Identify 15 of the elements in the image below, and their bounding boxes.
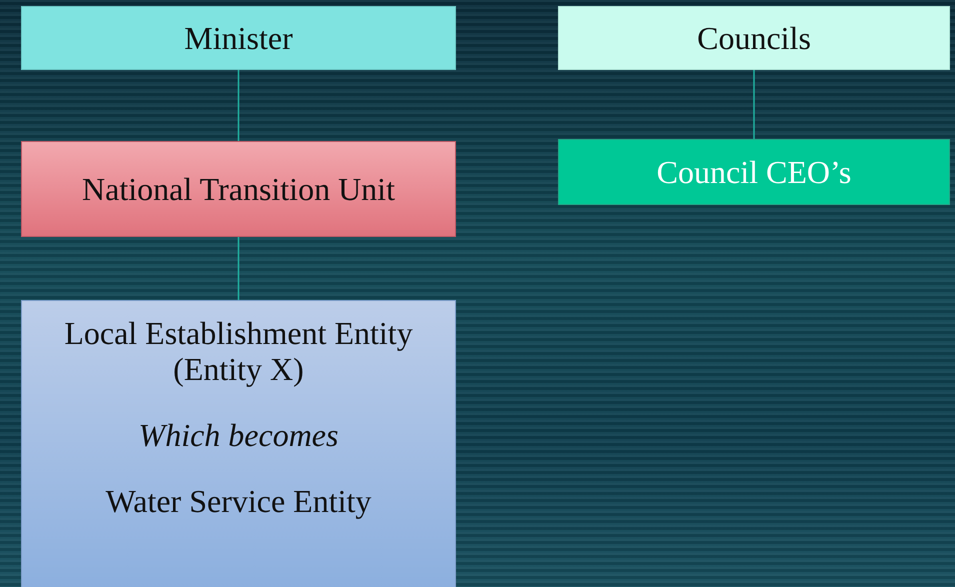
box-label: Which becomes <box>138 417 338 453</box>
org-box <box>558 139 950 205</box>
org-box <box>558 6 950 70</box>
org-box <box>21 141 456 237</box>
org-box <box>21 300 456 587</box>
box-label: Local Establishment Entity (Entity X) <box>63 315 414 387</box>
connector-line <box>753 70 755 139</box>
box-label: Water Service Entity <box>106 483 372 519</box>
connector-line <box>238 237 240 300</box>
connector-line <box>238 70 240 141</box>
org-box <box>21 6 456 70</box>
box-label: National Transition Unit <box>82 171 395 207</box>
box-label: Councils <box>697 20 811 56</box>
box-label: Council CEO’s <box>656 154 852 190</box>
box-label: Minister <box>184 20 293 56</box>
